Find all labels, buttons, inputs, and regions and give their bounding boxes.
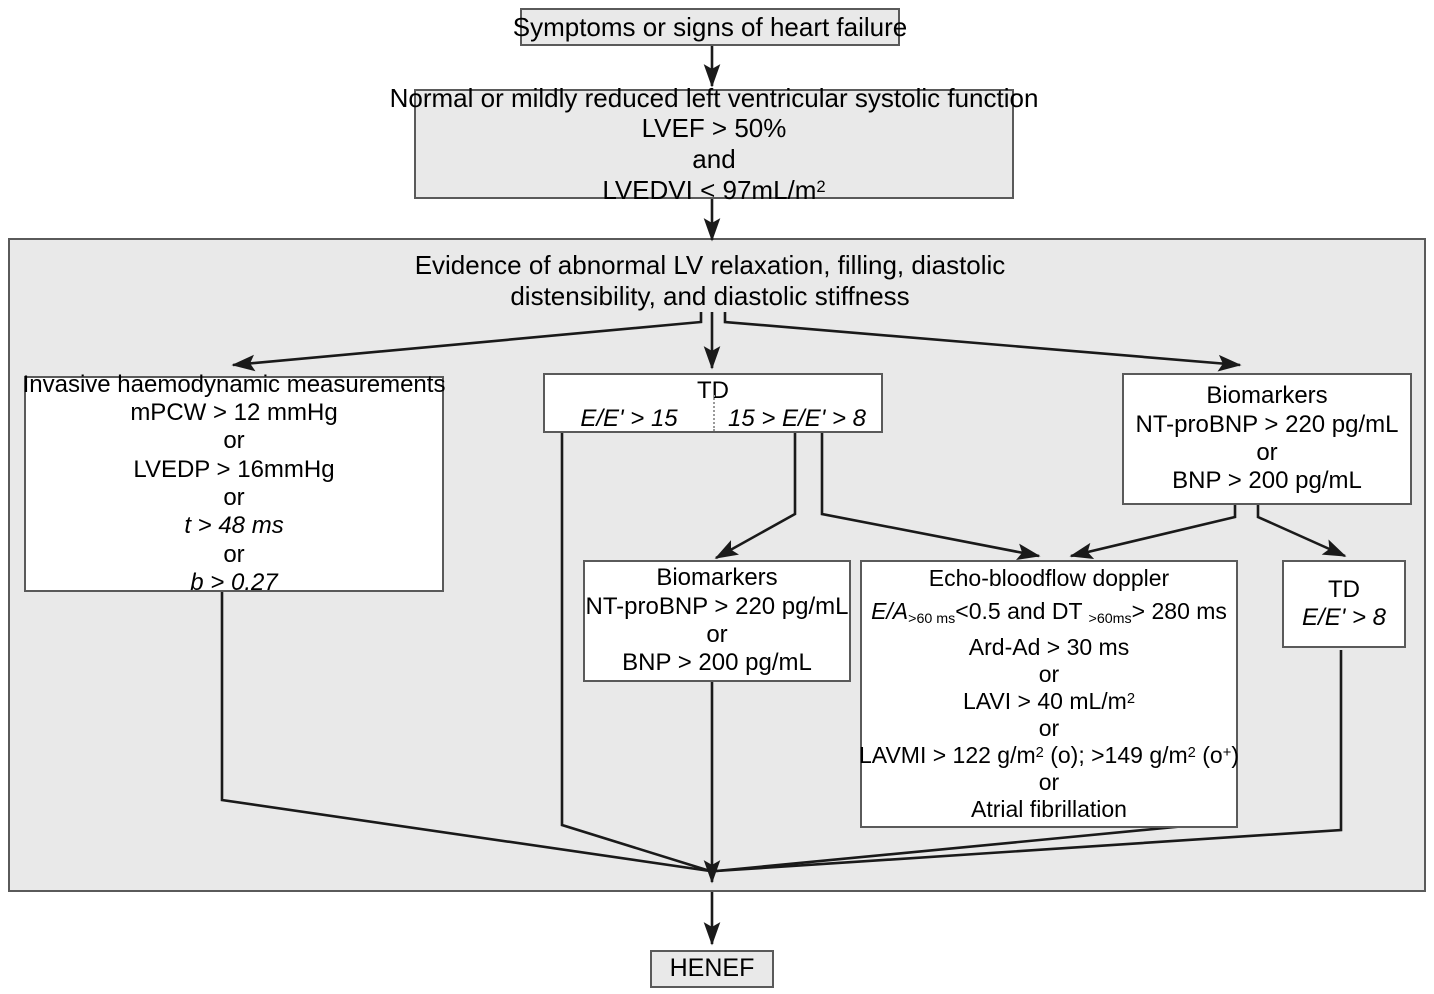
biomarkers-right-title: Biomarkers [1206,382,1328,410]
biomarkers-mid-line-2: or [706,621,728,648]
echo-title: Echo-bloodflow doppler [928,564,1170,591]
node-biomarkers-right: Biomarkers NT-proBNP > 220 pg/mL or BNP … [1122,373,1412,505]
echo-line-ard: Ard-Ad > 30 ms [968,633,1130,660]
invasive-line-1: mPCW > 12 mmHg [130,399,338,427]
biomarkers-right-line-3: BNP > 200 pg/mL [1172,467,1362,495]
td-top-left-value: E/E' > 15 [580,405,678,433]
node-biomarkers-mid: Biomarkers NT-proBNP > 220 pg/mL or BNP … [583,560,851,682]
td-top-divider [713,395,715,431]
invasive-line-6: or [223,540,245,568]
symptoms-text: Symptoms or signs of heart failure [512,11,908,42]
node-td-right: TD E/E' > 8 [1282,560,1406,648]
echo-line-or-3: or [1038,769,1060,796]
invasive-title: Invasive haemodynamic measurements [22,370,446,398]
invasive-line-2: or [223,427,245,455]
echo-line-lavi: LAVI > 40 mL/m2 [962,687,1136,714]
node-td-top: TD E/E' > 15 15 > E/E' > 8 [543,373,883,433]
invasive-line-4: or [223,484,245,511]
biomarkers-right-line-1: NT-proBNP > 220 pg/mL [1135,410,1399,438]
node-lv-function: Normal or mildly reduced left ventricula… [390,83,1039,205]
node-symptoms: Symptoms or signs of heart failure [513,8,907,46]
evidence-header-line1: Evidence of abnormal LV relaxation, fill… [414,250,1006,280]
node-echo: Echo-bloodflow doppler E/A>60 ms<0.5 and… [859,560,1239,828]
td-right-title: TD [1328,575,1360,603]
node-henef: HENEF [650,950,774,988]
biomarkers-mid-title: Biomarkers [656,564,778,592]
lv-function-line2: LVEF > 50% [641,113,787,144]
evidence-header-line2: distensibility, and diastolic stiffness [510,281,910,312]
invasive-line-7: b > 0.27 [190,568,278,596]
lv-function-line3: and [692,144,736,174]
echo-line-or-1: or [1038,660,1060,687]
td-right-value: E/E' > 8 [1302,604,1386,631]
echo-line-ea: E/A>60 ms<0.5 and DT >60ms> 280 ms [871,597,1227,627]
biomarkers-mid-line-3: BNP > 200 pg/mL [622,649,812,677]
echo-line-lavmi: LAVMI > 122 g/m2 (o); >149 g/m2 (o+) [859,742,1239,769]
henef-text: HENEF [669,954,755,983]
invasive-line-3: LVEDP > 16mmHg [133,455,335,483]
td-top-values: E/E' > 15 15 > E/E' > 8 [545,405,881,433]
biomarkers-mid-line-1: NT-proBNP > 220 pg/mL [585,592,849,620]
lv-function-line1: Normal or mildly reduced left ventricula… [389,82,1039,113]
echo-line-af: Atrial fibrillation [971,796,1127,823]
biomarkers-right-line-2: or [1256,439,1278,466]
invasive-line-5: t > 48 ms [184,512,284,540]
echo-line-or-2: or [1038,714,1060,741]
node-invasive: Invasive haemodynamic measurements mPCW … [23,371,446,596]
lv-function-line4: LVEDVI < 97mL/m2 [602,174,826,205]
td-top-right-value: 15 > E/E' > 8 [727,405,866,433]
evidence-header-text: Evidence of abnormal LV relaxation, fill… [360,250,1060,312]
